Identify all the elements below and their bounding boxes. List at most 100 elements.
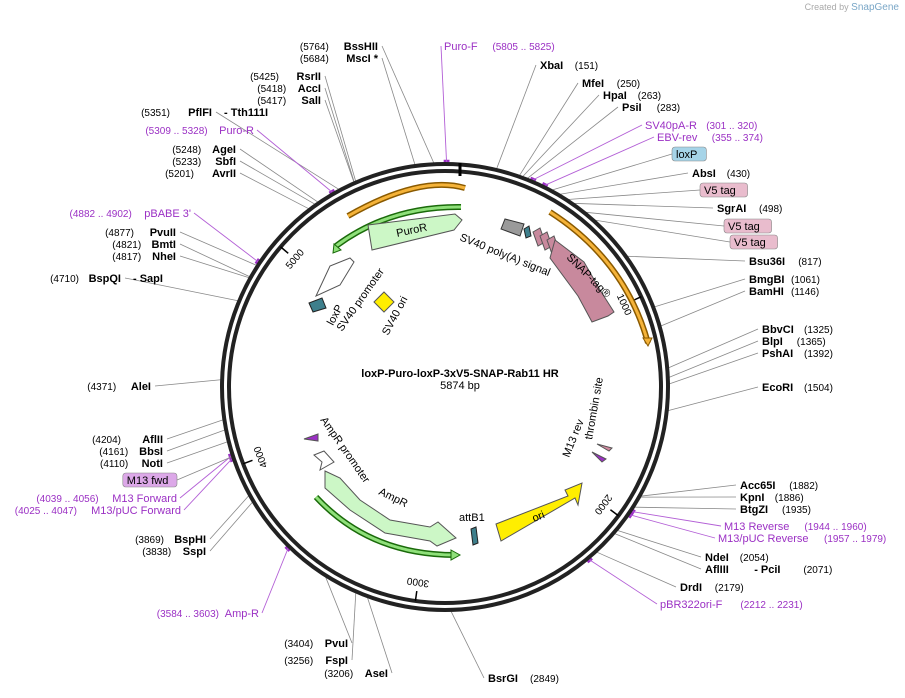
site-leader-line xyxy=(124,277,240,302)
site-mfei-position: (250) xyxy=(617,79,640,90)
primer-pbr322ori-f-range: (2212 .. 2231) xyxy=(740,600,802,611)
site-nhei-position: (4817) xyxy=(112,252,141,263)
plasmid-name: loxP-Puro-loxP-3xV5-SNAP-Rab11 HR xyxy=(361,368,558,380)
primer-puro-r-range: (5309 .. 5328) xyxy=(145,126,207,137)
primer-ebv-rev-mark xyxy=(542,182,549,187)
site-bsshii-name: BssHII xyxy=(344,41,378,53)
site-drdi-position: (2179) xyxy=(715,583,744,594)
primer-amp-r-range: (3584 .. 3603) xyxy=(157,609,219,620)
site-bsrgi-name: BsrGI xyxy=(488,673,518,685)
tick-mark xyxy=(280,246,289,254)
site-noti-name: NotI xyxy=(142,458,163,470)
site-afliii-name: AflIII xyxy=(705,564,729,576)
site-drdi-name: DrdI xyxy=(680,582,702,594)
feature-attb1-label: attB1 xyxy=(459,512,485,524)
site-afliii-position: (2071) xyxy=(803,565,832,576)
site-leader-line xyxy=(666,386,759,412)
site-leader-line xyxy=(613,532,702,570)
primer-m13-forward-range: (4039 .. 4056) xyxy=(36,494,98,505)
site-bbvci-position: (1325) xyxy=(804,325,833,336)
feature-label-v5-tag-box xyxy=(723,218,772,234)
primer-m13-forward-name: M13 Forward xyxy=(112,493,177,505)
feature-ampr-label: AmpR xyxy=(377,486,410,510)
site-bsu36i-position: (817) xyxy=(798,257,821,268)
site-sbfi-position: (5233) xyxy=(172,157,201,168)
feature-label-v5-tag: V5 tag xyxy=(734,237,766,249)
site-leader-line xyxy=(557,172,689,195)
site-alei-name: AleI xyxy=(131,381,151,393)
bp-ticks xyxy=(242,246,642,602)
site-xbai-position: (151) xyxy=(575,61,598,72)
site-bmgbi-name: BmgBI xyxy=(749,274,784,286)
primer-sv40pa-r-range: (301 .. 320) xyxy=(706,121,757,132)
orf-arc-right-head xyxy=(642,337,653,348)
site-leader-line xyxy=(209,494,251,540)
site-kpni-name: KpnI xyxy=(740,492,764,504)
feature-label-v5-tag: V5 tag xyxy=(704,185,736,197)
site-leader-line xyxy=(381,45,435,165)
site-msci-name: MscI * xyxy=(346,53,379,65)
primer-leader-line xyxy=(261,548,289,614)
site-psii-name: PsiI xyxy=(622,102,642,114)
feature-sv40-promoter xyxy=(314,257,355,298)
site-leader-line xyxy=(209,500,254,552)
site-leader-line xyxy=(659,290,746,327)
site-pshai-name: PshAI xyxy=(762,348,793,360)
feature-sv40-polya xyxy=(500,218,525,237)
site-sspi-position: (3838) xyxy=(142,547,171,558)
site-leader-line xyxy=(179,231,258,267)
site-ndei-position: (2054) xyxy=(740,553,769,564)
feature-puror xyxy=(367,213,463,251)
site-rsrii-position: (5425) xyxy=(250,72,279,83)
site-btgzi-position: (1935) xyxy=(782,505,811,516)
primer-pbabe-3-range: (4882 .. 4902) xyxy=(70,209,132,220)
site-leader-line xyxy=(324,87,355,184)
site-agei-name: AgeI xyxy=(212,144,236,156)
site-leader-line xyxy=(625,255,746,262)
primer-leader-line xyxy=(632,511,722,527)
feature-label-leader xyxy=(550,153,673,191)
primer-leader-line xyxy=(193,212,259,263)
site-leader-line xyxy=(239,148,320,204)
site-leader-line xyxy=(166,440,229,464)
site-nhei-name: NheI xyxy=(152,251,176,263)
label-leader-lines xyxy=(124,45,759,679)
site-rsrii-name: RsrII xyxy=(297,71,321,83)
site-acci-name: AccI xyxy=(298,83,321,95)
primer-ebv-rev-range: (355 .. 374) xyxy=(712,133,763,144)
site-avrii-position: (5201) xyxy=(165,169,194,180)
site-ecori-position: (1504) xyxy=(804,383,833,394)
site-bspqi-name: BspQI xyxy=(89,273,121,285)
site-asei-name: AseI xyxy=(365,668,388,680)
feature-ampr-promoter xyxy=(313,450,335,472)
tick-label: 3000 xyxy=(406,575,430,589)
tick-mark xyxy=(414,590,418,602)
primer-m13-puc-forward-name: M13/pUC Forward xyxy=(91,505,181,517)
orf-arc-puro-head xyxy=(332,243,342,254)
creator-prefix: Created by xyxy=(804,2,849,12)
site-bspqi-position: (4710) xyxy=(50,274,79,285)
tick-label: 2000 xyxy=(591,492,613,517)
site-fspi-name: FspI xyxy=(325,655,348,667)
primer-puro-f-range: (5805 .. 5825) xyxy=(492,42,554,53)
primer-pbabe-3-name: pBABE 3' xyxy=(144,208,191,220)
site-leader-line xyxy=(154,379,223,387)
primer-sv40pa-r-mark xyxy=(530,176,537,182)
orf-arc-amp-fill xyxy=(314,495,456,557)
site-hpai-name: HpaI xyxy=(603,90,627,102)
site-leader-line xyxy=(653,278,746,308)
site-leader-line xyxy=(667,328,759,369)
primer-puro-r-name: Puro-R xyxy=(219,125,254,137)
site-leader-line xyxy=(525,106,619,180)
site-psii-position: (283) xyxy=(657,103,680,114)
site-aflii-position: (4204) xyxy=(92,435,121,446)
feature-ampr xyxy=(324,470,457,547)
feature-label-leader xyxy=(176,455,234,481)
site-pshai-position: (1392) xyxy=(804,349,833,360)
site-pflfi-position: (5351) xyxy=(141,108,170,119)
orf-arc-top-fill xyxy=(347,183,466,218)
primer-leader-line xyxy=(440,45,447,163)
orf-arc-amp-head xyxy=(450,549,462,561)
site-msci-position: (5684) xyxy=(300,54,329,65)
